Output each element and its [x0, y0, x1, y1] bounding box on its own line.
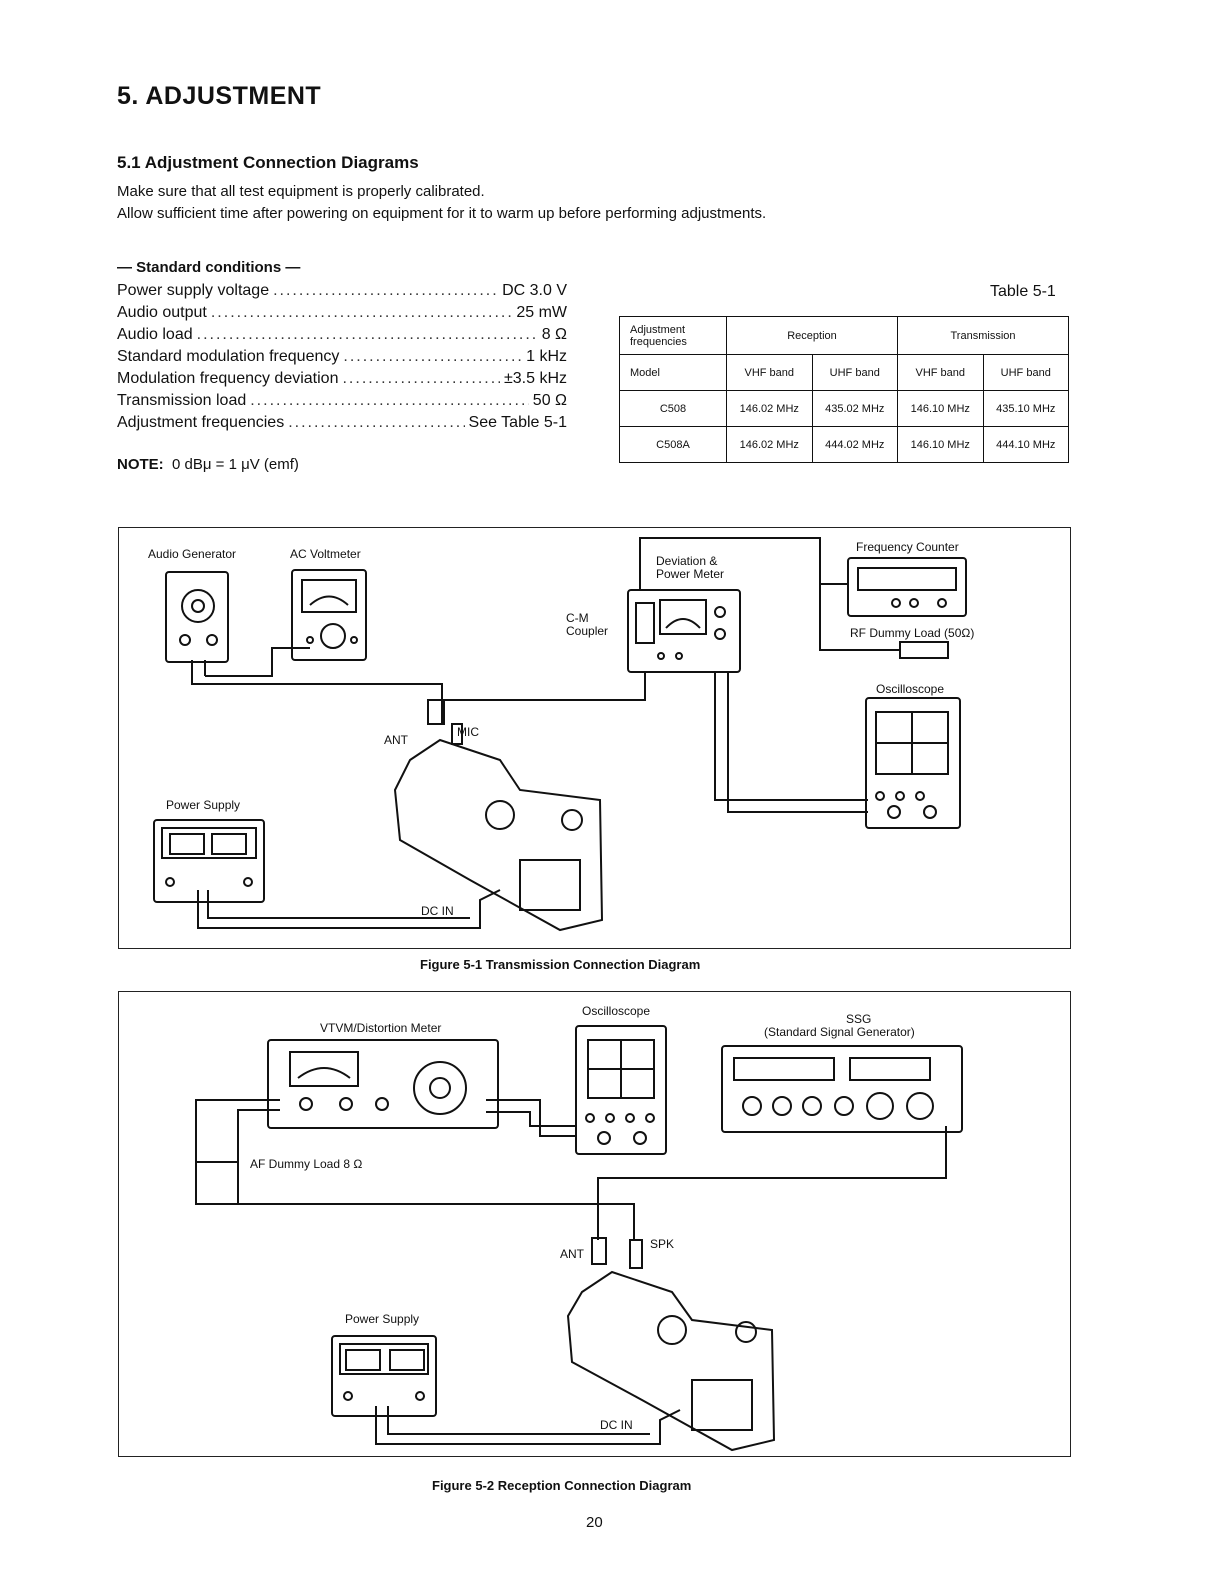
frequency-counter-label: Frequency Counter: [856, 540, 959, 554]
page-number: 20: [586, 1514, 603, 1531]
condition-row: Audio output 25 mW: [117, 304, 567, 322]
leader-dots: [288, 414, 464, 432]
note: NOTE: 0 dBμ = 1 μV (emf): [117, 456, 299, 473]
subsection-title: 5.1 Adjustment Connection Diagrams: [117, 153, 419, 172]
condition-row: Transmission load 50 Ω: [117, 392, 567, 410]
condition-label: Audio output: [117, 304, 207, 321]
table-cell: 444.02 MHz: [811, 426, 898, 463]
leader-dots: [342, 370, 499, 388]
condition-row: Modulation frequency deviation ±3.5 kHz: [117, 370, 567, 388]
table-cell: 146.02 MHz: [726, 390, 813, 427]
table-cell: 146.02 MHz: [726, 426, 813, 463]
cm-coupler-label: Coupler: [566, 624, 609, 638]
table-band-header: UHF band: [982, 354, 1069, 391]
leader-dots: [250, 392, 529, 410]
leader-dots: [273, 282, 498, 300]
table-cell-model: C508: [619, 390, 727, 427]
reception-diagram-frame: [118, 991, 1071, 1457]
condition-label: Adjustment frequencies: [117, 414, 285, 431]
condition-label: Modulation frequency deviation: [117, 370, 339, 387]
condition-value: 50 Ω: [532, 392, 567, 409]
adjustment-frequency-table: Adjustment frequencies Reception Transmi…: [619, 316, 1069, 463]
dc-in-label: DC IN: [600, 1418, 633, 1432]
table-cell: 444.10 MHz: [982, 426, 1069, 463]
power-supply-label: Power Supply: [166, 798, 241, 812]
condition-label: Transmission load: [117, 392, 247, 409]
table-cell-model: C508A: [619, 426, 727, 463]
leader-dots: [343, 348, 522, 366]
ssg-label: (Standard Signal Generator): [764, 1025, 915, 1039]
oscilloscope-label: Oscilloscope: [582, 1004, 651, 1018]
deviation-meter-label: Power Meter: [656, 567, 725, 581]
table-cell: 146.10 MHz: [897, 426, 984, 463]
condition-label: Standard modulation frequency: [117, 348, 340, 365]
table-cell: 435.10 MHz: [982, 390, 1069, 427]
table-row: C508A 146.02 MHz 444.02 MHz 146.10 MHz 4…: [619, 426, 1069, 463]
table-corner-header: Adjustment frequencies: [619, 316, 727, 355]
figure2-caption: Figure 5-2 Reception Connection Diagram: [432, 1478, 692, 1493]
intro-line: Allow sufficient time after powering on …: [117, 205, 767, 222]
leader-dots: [211, 304, 512, 322]
cm-coupler-label: C-M: [566, 611, 589, 625]
mic-label: MIC: [457, 725, 479, 739]
table-group-header: Transmission: [897, 316, 1069, 355]
table-band-header: VHF band: [726, 354, 813, 391]
table-group-header: Reception: [726, 316, 898, 355]
condition-label: Power supply voltage: [117, 282, 270, 299]
condition-value: DC 3.0 V: [502, 282, 567, 299]
condition-value: See Table 5-1: [468, 414, 567, 431]
transmission-diagram-frame: [118, 527, 1071, 949]
condition-row: Adjustment frequencies See Table 5-1: [117, 414, 567, 432]
table-cell: 146.10 MHz: [897, 390, 984, 427]
note-label: NOTE:: [117, 456, 164, 473]
ant-label: ANT: [560, 1247, 584, 1261]
power-supply-label: Power Supply: [345, 1312, 420, 1326]
deviation-meter-label: Deviation &: [656, 554, 718, 568]
spk-label: SPK: [650, 1237, 675, 1251]
standard-conditions-heading: — Standard conditions —: [117, 259, 301, 276]
table-cell: 435.02 MHz: [811, 390, 898, 427]
condition-label: Audio load: [117, 326, 193, 343]
ssg-label: SSG: [846, 1012, 872, 1026]
oscilloscope-label: Oscilloscope: [876, 682, 945, 696]
condition-row: Standard modulation frequency 1 kHz: [117, 348, 567, 366]
dc-in-label: DC IN: [421, 904, 454, 918]
table-model-header: Model: [619, 354, 727, 391]
rf-dummy-load-label: RF Dummy Load (50Ω): [850, 626, 975, 640]
audio-generator-label: Audio Generator: [148, 547, 237, 561]
note-text: 0 dBμ = 1 μV (emf): [172, 456, 299, 473]
condition-value: 1 kHz: [526, 348, 567, 365]
intro-line: Make sure that all test equipment is pro…: [117, 183, 485, 200]
vtvm-label: VTVM/Distortion Meter: [320, 1021, 442, 1035]
table-band-header: VHF band: [897, 354, 984, 391]
condition-row: Audio load 8 Ω: [117, 326, 567, 344]
figure1-caption: Figure 5-1 Transmission Connection Diagr…: [420, 957, 701, 972]
condition-value: 25 mW: [516, 304, 567, 321]
table-row: C508 146.02 MHz 435.02 MHz 146.10 MHz 43…: [619, 390, 1069, 427]
ant-label: ANT: [384, 733, 408, 747]
condition-value: 8 Ω: [541, 326, 567, 343]
condition-value: ±3.5 kHz: [503, 370, 567, 387]
table-label: Table 5-1: [990, 283, 1056, 300]
ac-voltmeter-label: AC Voltmeter: [290, 547, 361, 561]
table-band-header: UHF band: [811, 354, 898, 391]
section-title: 5. ADJUSTMENT: [117, 82, 322, 110]
af-dummy-load-label: AF Dummy Load 8 Ω: [250, 1157, 363, 1171]
leader-dots: [197, 326, 538, 344]
condition-row: Power supply voltage DC 3.0 V: [117, 282, 567, 300]
